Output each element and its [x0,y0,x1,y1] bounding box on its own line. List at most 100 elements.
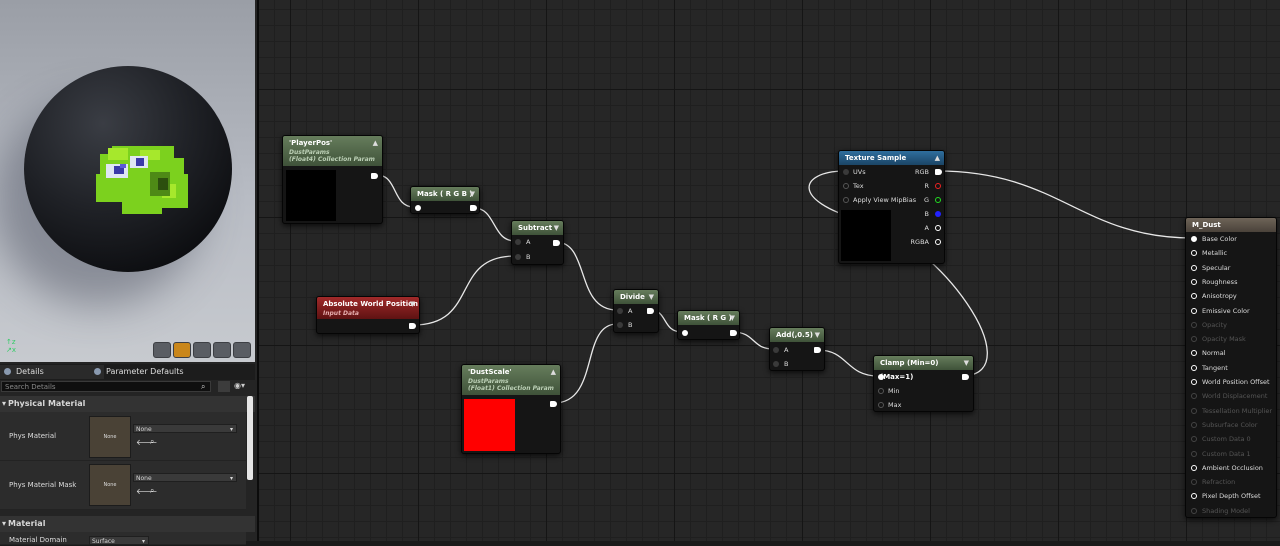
use-selected-arrow-icon[interactable]: 🡐 [136,487,158,496]
result-pin-dot[interactable] [1191,464,1197,471]
search-details-input[interactable]: Search Details [1,381,211,392]
node-texture-r-pin[interactable] [935,183,941,189]
result-pin-dot[interactable] [1191,278,1197,285]
node-texture-a-pin[interactable] [935,225,941,231]
node-texture-uvs-pin[interactable] [843,169,849,175]
node-playerpos-output-pin[interactable] [371,173,378,179]
result-pin-dot[interactable] [1191,393,1197,400]
collapse-arrow-icon[interactable]: ▼ [729,314,735,322]
result-pin-dot[interactable] [1191,336,1197,343]
tab-details[interactable]: Details [0,365,104,379]
result-pin-dot[interactable] [1191,407,1197,414]
node-dustscale[interactable]: 'DustScale' ▲ DustParams (Float1) Collec… [461,364,561,454]
node-texture-b-pin[interactable] [935,211,941,217]
result-pin-dot[interactable] [1191,493,1197,500]
result-pin-dot[interactable] [1191,479,1197,486]
result-pin-dot[interactable] [1191,450,1197,457]
result-pin-dot[interactable] [1191,321,1197,328]
phys-material-mask-thumbnail[interactable]: None [89,464,131,506]
result-pin-dot[interactable] [1191,507,1197,514]
collapse-arrow-icon[interactable]: ▲ [550,368,556,376]
collapse-arrow-icon[interactable]: ▼ [648,293,654,301]
node-mask-rg-output-pin[interactable] [730,330,737,336]
result-pin-dot[interactable] [1191,250,1197,257]
node-divide-b-pin[interactable] [617,322,623,328]
cube-icon[interactable] [213,342,231,358]
node-subtract-b-pin[interactable] [515,254,521,260]
node-divide-a-pin[interactable] [617,308,623,314]
result-pin-dot[interactable] [1191,436,1197,443]
node-texture-sample[interactable]: Texture Sample▲ UVs Tex Apply View MipBi… [838,150,945,264]
result-pin-dot[interactable] [1191,379,1197,385]
node-texture-header: Texture Sample▲ [839,151,944,165]
sphere-icon[interactable] [173,342,191,358]
node-absolute-world-position[interactable]: Absolute World Position ▼ Input Data [316,296,420,334]
category-physical-material[interactable]: Physical Material [0,396,255,412]
collapse-arrow-icon[interactable]: ▲ [372,139,378,147]
collapse-arrow-icon[interactable]: ▼ [814,331,820,339]
material-graph-canvas[interactable] [259,0,1280,541]
cylinder-icon[interactable] [153,342,171,358]
node-subtract-a-pin[interactable] [515,239,521,245]
node-divide[interactable]: Divide▼ A B [613,289,659,333]
view-options-icon[interactable] [218,381,230,392]
category-material[interactable]: Material [0,516,255,532]
node-mask-rgb-output-pin[interactable] [470,205,477,211]
result-pin-label: World Position Offset [1202,378,1270,386]
node-texture-rgb-pin[interactable] [935,169,942,175]
node-mask-rg[interactable]: Mask ( R G )▼ [677,310,740,340]
phys-material-mask-dropdown[interactable]: None [133,473,237,483]
details-scrollbar[interactable] [247,396,253,480]
result-pin-dot[interactable] [1191,350,1197,357]
node-texture-mipbias-pin[interactable] [843,197,849,203]
node-subtract[interactable]: Subtract▼ A B [511,220,564,265]
node-divide-output-pin[interactable] [647,308,654,314]
teapot-icon[interactable] [233,342,251,358]
result-pin-dot[interactable] [1191,364,1197,371]
result-pin-dot[interactable] [1191,236,1197,242]
node-mask-rgb[interactable]: Mask ( R G B )▼ [410,186,480,214]
collapse-arrow-icon[interactable]: ▲ [934,154,940,162]
node-add[interactable]: Add(,0.5)▼ A B [769,327,825,371]
node-clamp-max-pin[interactable] [878,402,884,408]
collapse-arrow-icon[interactable]: ▼ [469,190,475,198]
node-playerpos[interactable]: 'PlayerPos' ▲ DustParams (Float4) Collec… [282,135,383,224]
result-pin-label: Pixel Depth Offset [1202,492,1261,501]
phys-material-thumbnail[interactable]: None [89,416,131,458]
result-pin-dot[interactable] [1191,264,1197,271]
node-mask-rg-input-pin[interactable] [682,330,688,336]
collapse-arrow-icon[interactable]: ▼ [963,359,969,367]
node-clamp-output-pin[interactable] [962,374,969,380]
result-pin-dot[interactable] [1191,421,1197,428]
tab-params-label: Parameter Defaults [106,367,184,376]
node-clamp-input-pin[interactable] [878,374,884,380]
browse-icon[interactable]: ⌕ [150,486,155,495]
node-add-a-pin[interactable] [773,347,779,353]
browse-icon[interactable]: ⌕ [150,437,155,446]
search-icon[interactable]: ⌕ [201,382,206,391]
node-add-output-pin[interactable] [814,347,821,353]
node-playerpos-title: 'PlayerPos' [289,139,333,147]
node-clamp[interactable]: Clamp (Min=0) (Max=1)▼ Min Max [873,355,974,412]
node-texture-tex-pin[interactable] [843,183,849,189]
eye-icon[interactable]: ◉▾ [234,381,245,390]
tab-parameter-defaults[interactable]: Parameter Defaults [90,365,192,379]
node-texture-g-pin[interactable] [935,197,941,203]
node-absworld-output-pin[interactable] [409,323,416,329]
node-mask-rgb-input-pin[interactable] [415,205,421,211]
collapse-arrow-icon[interactable]: ▼ [409,300,415,308]
phys-material-dropdown[interactable]: None [133,424,237,434]
node-texture-rgba-pin[interactable] [935,239,941,245]
node-dustscale-output-pin[interactable] [550,401,557,407]
collapse-arrow-icon[interactable]: ▼ [553,224,559,232]
use-selected-arrow-icon[interactable]: 🡐 [136,438,158,447]
result-pin-dot[interactable] [1191,307,1197,314]
node-add-b-pin[interactable] [773,361,779,367]
node-clamp-min-pin[interactable] [878,388,884,394]
plane-icon[interactable] [193,342,211,358]
node-subtract-output-pin[interactable] [553,240,560,246]
result-pin-dot[interactable] [1191,293,1197,300]
panel-divider[interactable] [257,0,259,541]
material-preview-viewport[interactable]: ↑z↗x [0,0,255,362]
